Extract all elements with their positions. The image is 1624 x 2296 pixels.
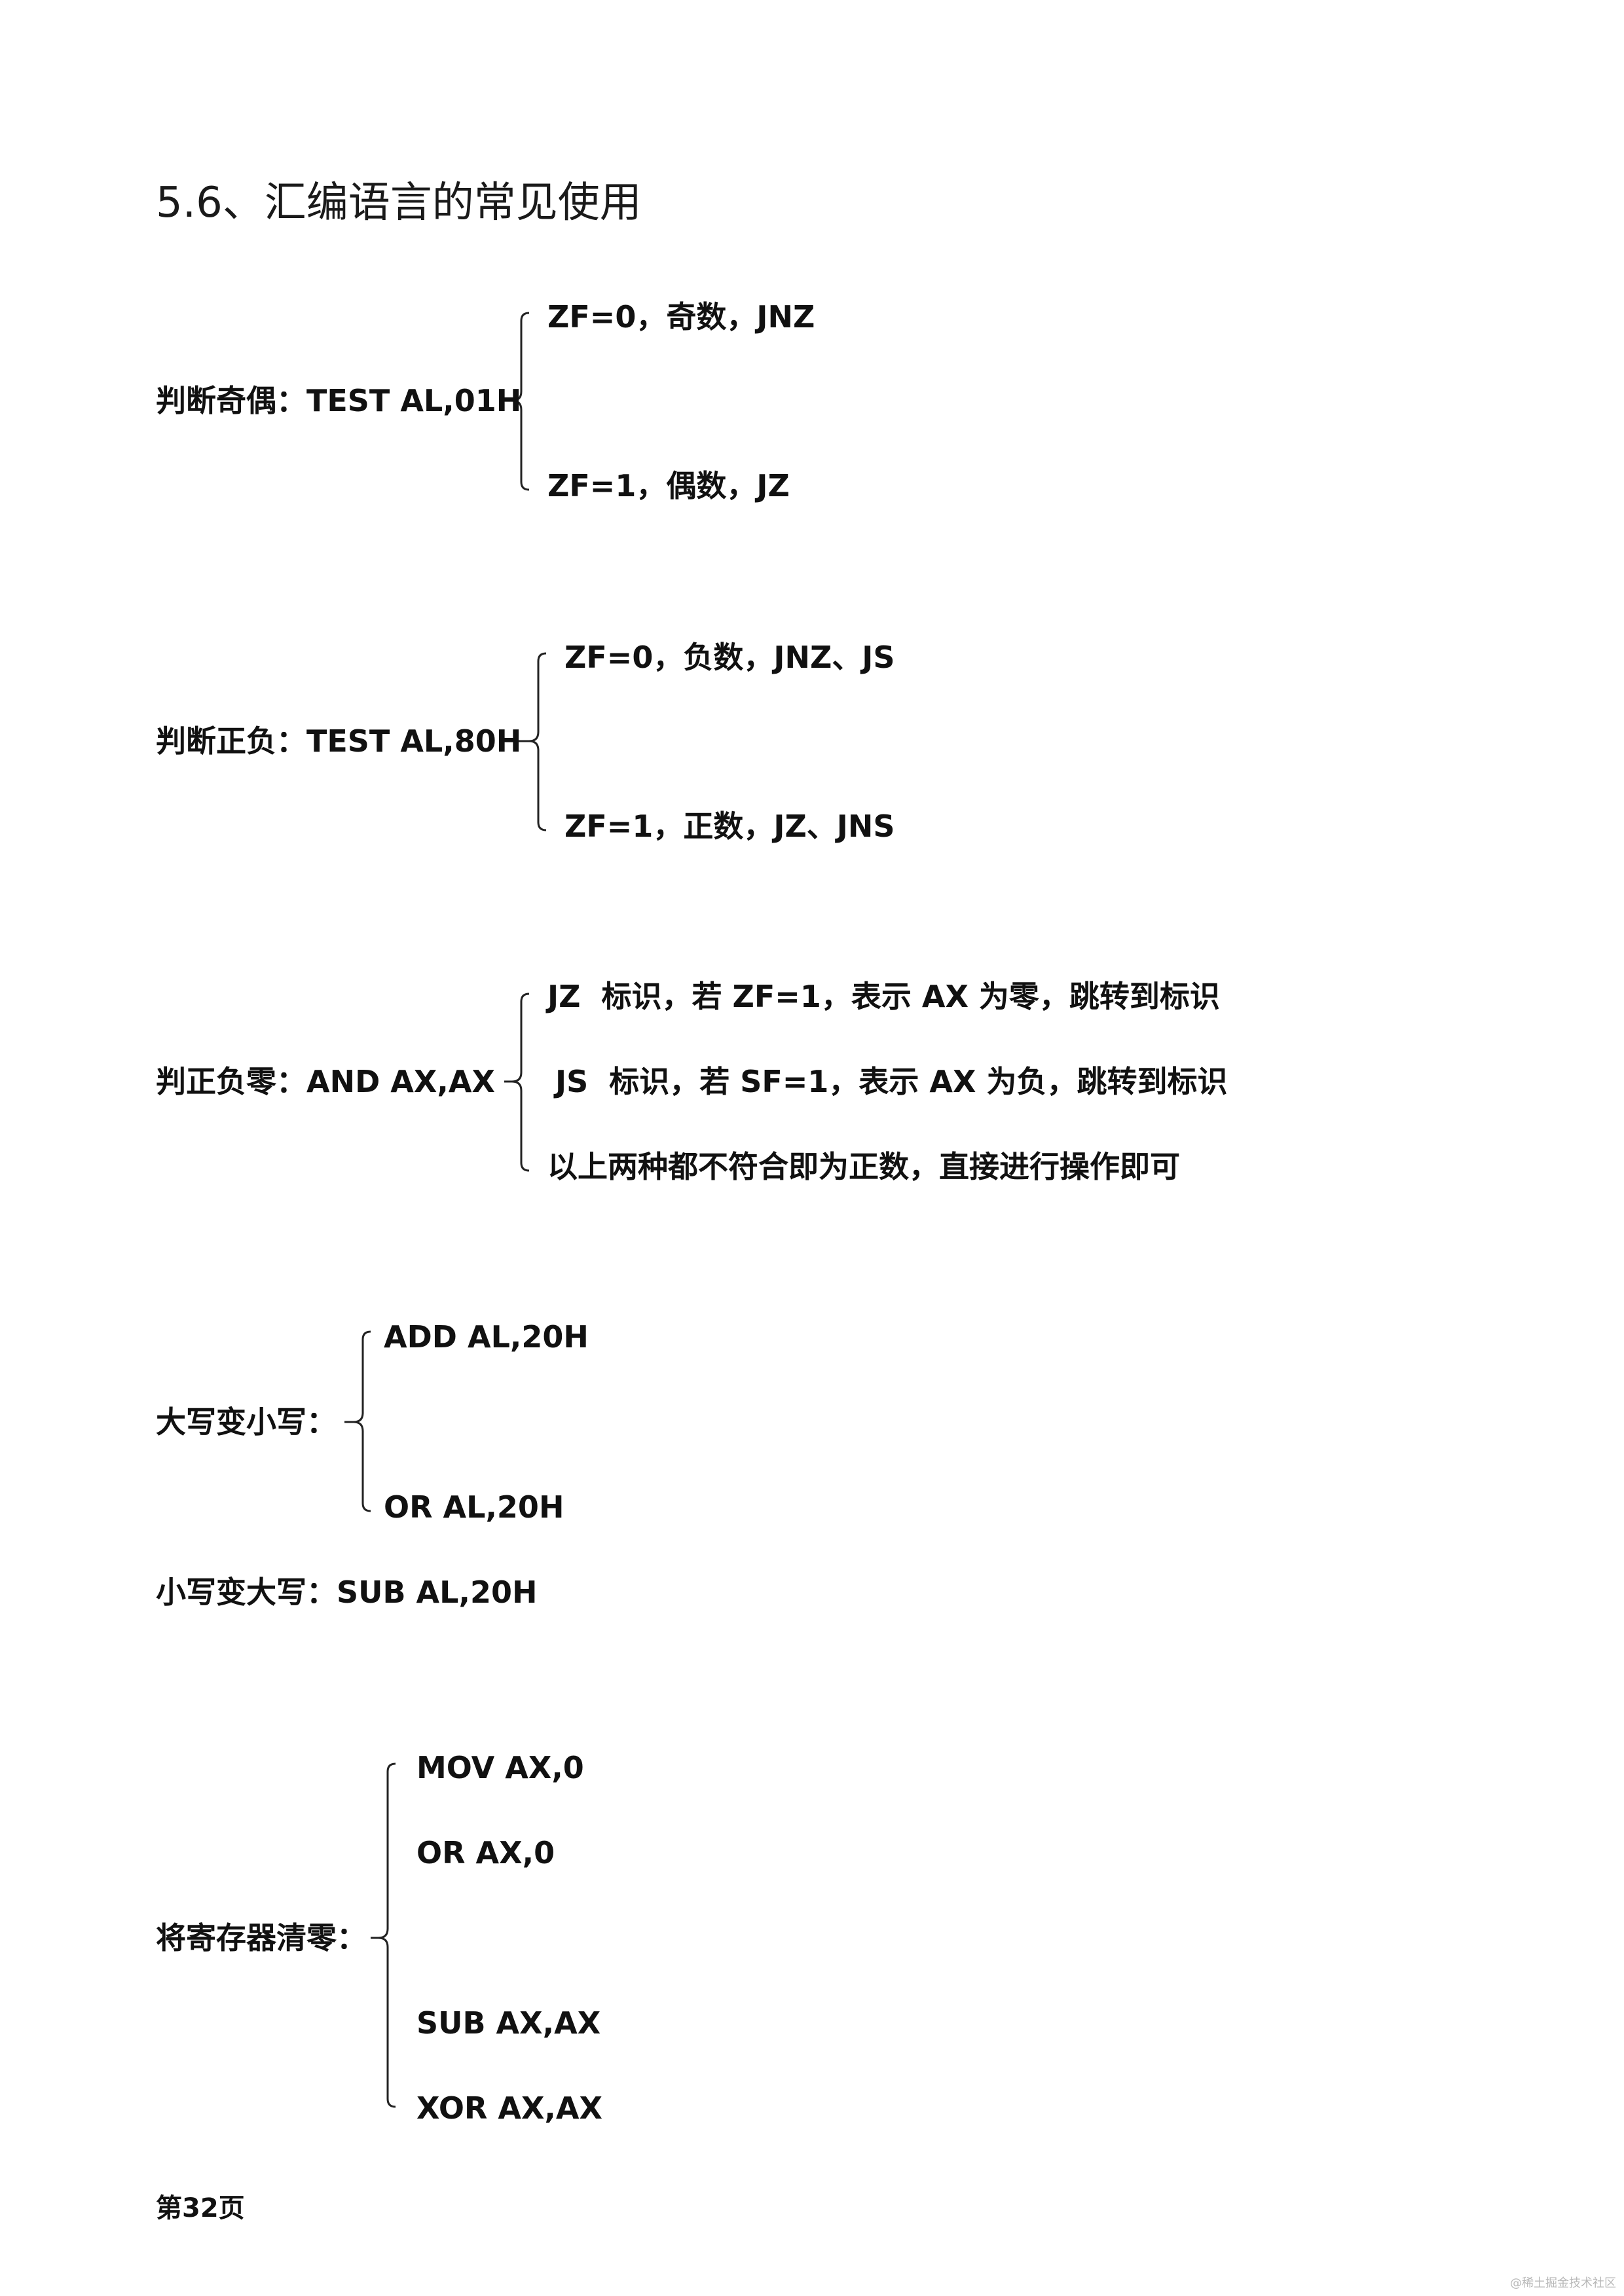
parity-branch-odd: ZF=0，奇数，JNZ — [547, 299, 815, 335]
sign-zero-branch-positive: 以上两种都不符合即为正数，直接进行操作即可 — [547, 1149, 1180, 1184]
clear-register-or: OR AX,0 — [416, 1835, 555, 1870]
lower-to-upper-label: 小写变大写：SUB AL,20H — [156, 1575, 538, 1610]
sign-label: 判断正负：TEST AL,80H — [156, 723, 522, 759]
sign-zero-branch-js: JS 标识，若 SF=1，表示 AX 为负，跳转到标识 — [555, 1064, 1228, 1099]
clear-register-xor: XOR AX,AX — [416, 2090, 602, 2126]
watermark: @稀土掘金技术社区 — [1510, 2276, 1616, 2290]
clear-register-mov: MOV AX,0 — [416, 1750, 584, 1785]
sign-branch-positive: ZF=1，正数，JZ、JNS — [564, 809, 895, 844]
bracket-sign — [528, 652, 547, 831]
parity-branch-even: ZF=1，偶数，JZ — [547, 468, 790, 503]
bracket-upper-lower — [353, 1330, 371, 1512]
upper-to-lower-add: ADD AL,20H — [384, 1319, 589, 1355]
clear-register-label: 将寄存器清零： — [156, 1920, 367, 1956]
clear-register-sub: SUB AX,AX — [416, 2005, 601, 2041]
sign-zero-branch-jz: JZ 标识，若 ZF=1，表示 AX 为零，跳转到标识 — [547, 979, 1220, 1014]
upper-to-lower-label: 大写变小写： — [156, 1404, 337, 1440]
bracket-clear — [378, 1762, 396, 2108]
upper-to-lower-or: OR AL,20H — [384, 1489, 564, 1525]
parity-label: 判断奇偶：TEST AL,01H — [156, 383, 522, 418]
sign-branch-negative: ZF=0，负数，JNZ、JS — [564, 640, 895, 675]
page-number: 第32页 — [156, 2193, 245, 2223]
bracket-sign-zero — [511, 993, 530, 1172]
sign-zero-label: 判正负零：AND AX,AX — [156, 1064, 495, 1099]
section-title: 5.6、汇编语言的常见使用 — [156, 179, 642, 227]
